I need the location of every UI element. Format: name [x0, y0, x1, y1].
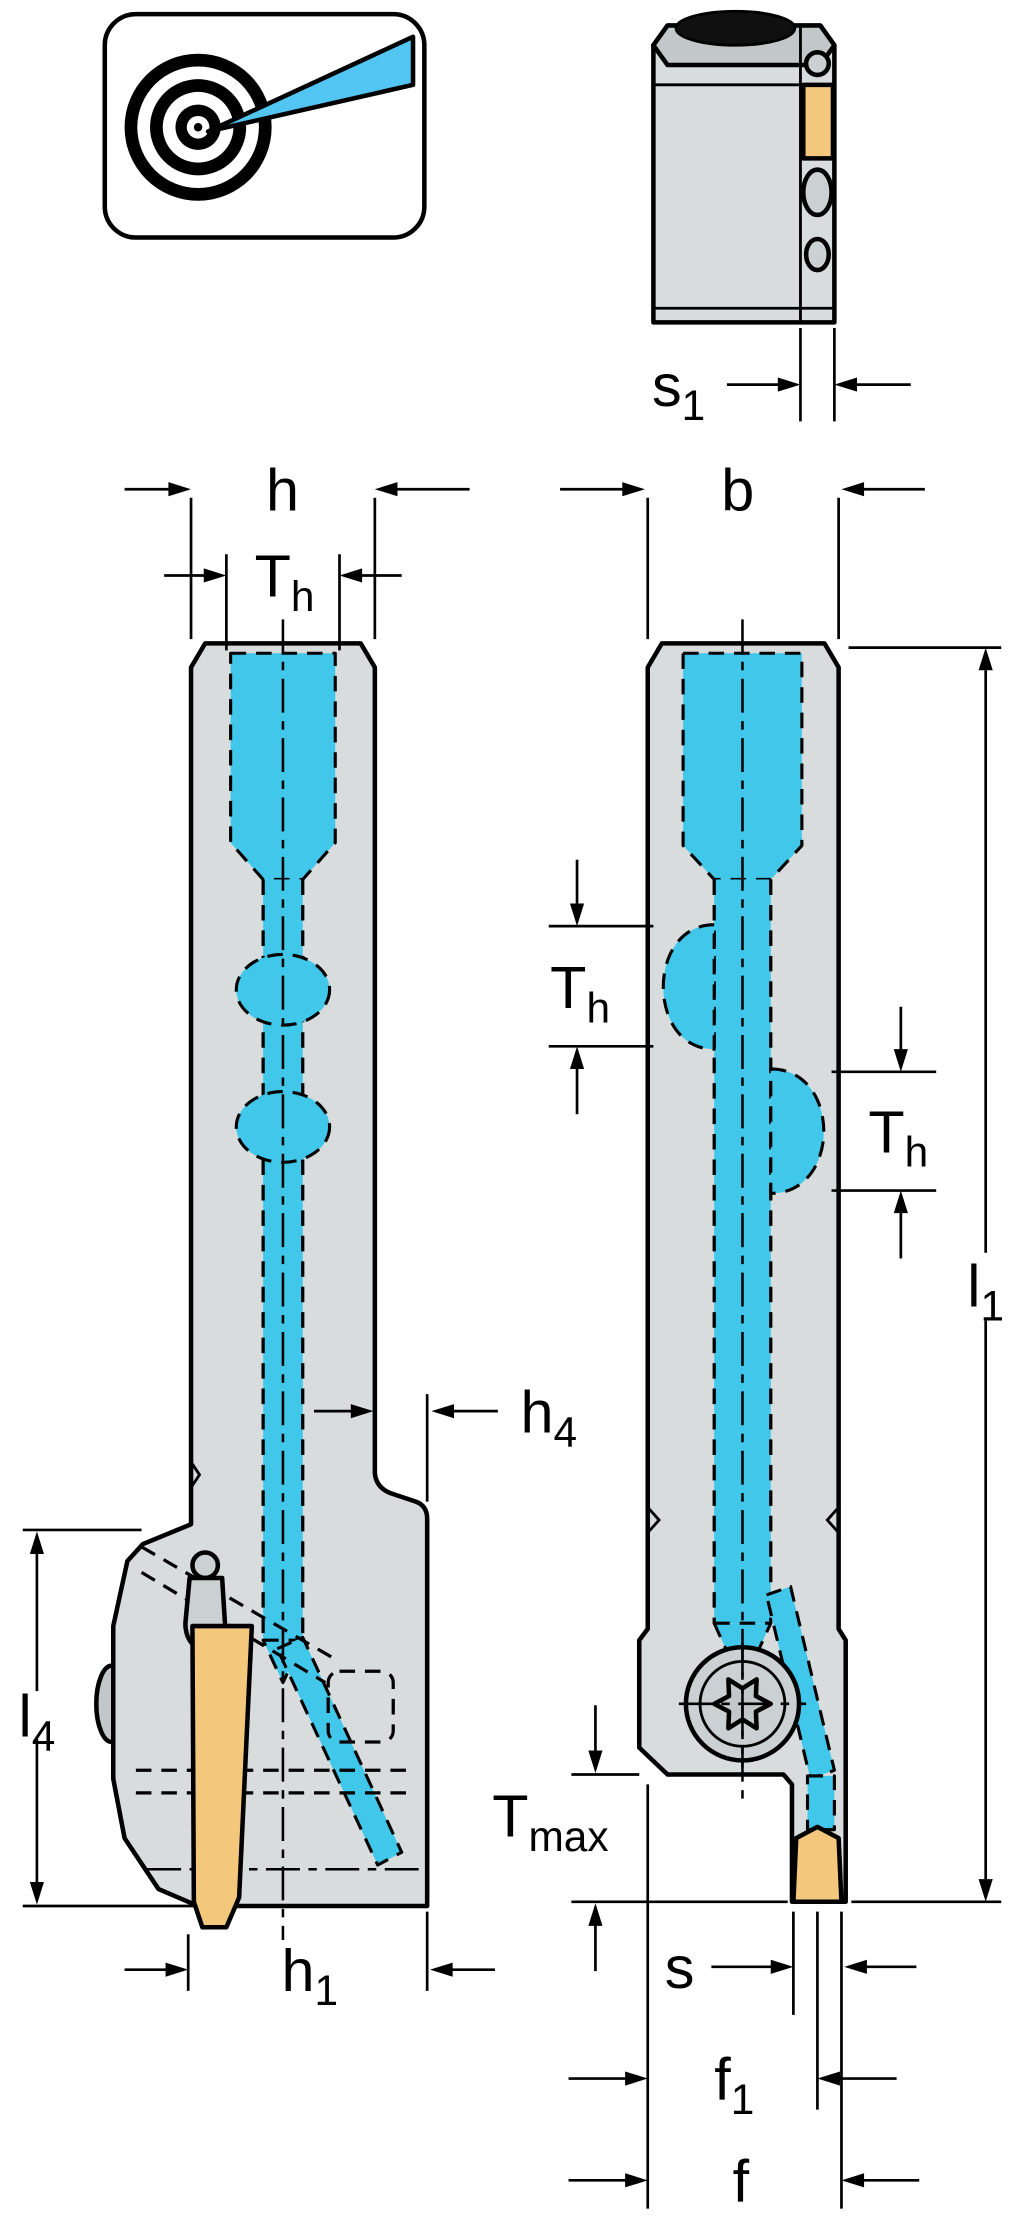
dim-label-h1: h1 — [282, 1937, 339, 2014]
side-view — [94, 619, 430, 1940]
dim-l4: l4 — [19, 1528, 196, 1908]
coolant-exit-front — [805, 1774, 836, 1832]
dim-label-s: s — [665, 1934, 695, 2001]
insert-end-view — [801, 82, 836, 161]
dim-b: b — [560, 456, 925, 640]
dim-label-h4: h4 — [520, 1378, 577, 1455]
dim-th-front-lower: Th — [831, 1006, 937, 1259]
screw-icon — [801, 167, 834, 218]
target-center-icon — [193, 123, 203, 132]
dim-label-h: h — [266, 456, 299, 523]
precision-target-icon — [102, 11, 427, 240]
clamp-pin-icon — [190, 1550, 221, 1581]
end-view — [651, 9, 837, 325]
dim-label-s1: s1 — [652, 352, 705, 429]
dim-label-b: b — [721, 456, 754, 523]
dim-l1: l1 — [848, 646, 1004, 1904]
coolant-bulge-left — [661, 923, 716, 1051]
dim-label-tmax: Tmax — [492, 1783, 608, 1860]
clamp-screw-top-icon — [674, 9, 797, 47]
dim-h1: h1 — [124, 1911, 496, 2014]
dim-s1: s1 — [652, 328, 911, 429]
dim-f1: f1 — [568, 1784, 897, 2209]
screw-icon — [803, 50, 831, 78]
front-view — [636, 619, 848, 1905]
dim-s: s — [665, 1911, 917, 2209]
dim-th-side: Th — [164, 543, 402, 651]
dim-tmax: Tmax — [492, 1705, 788, 1972]
dim-label-th-front-lower: Th — [868, 1098, 928, 1175]
insert-front-view — [791, 1824, 844, 1905]
dim-h: h — [124, 456, 470, 640]
dim-f: f — [568, 2148, 920, 2215]
hidden-pocket — [326, 1669, 395, 1744]
dim-label-th-front-upper: Th — [550, 954, 610, 1031]
dim-label-th-side: Th — [255, 543, 315, 620]
dim-label-f1: f1 — [714, 2046, 754, 2123]
coolant-jet-cone-icon — [205, 34, 416, 134]
dim-label-f: f — [733, 2148, 750, 2215]
dim-label-l1: l1 — [967, 1253, 1004, 1330]
coolant-bulge-right — [769, 1067, 826, 1195]
dim-label-l4: l4 — [19, 1682, 56, 1759]
insert-side-view — [190, 1623, 255, 1930]
coolant-nozzle-front — [764, 1584, 836, 1781]
dim-h4: h4 — [314, 1378, 577, 1502]
screw-icon — [803, 236, 831, 273]
dim-th-front-upper: Th — [548, 859, 654, 1115]
